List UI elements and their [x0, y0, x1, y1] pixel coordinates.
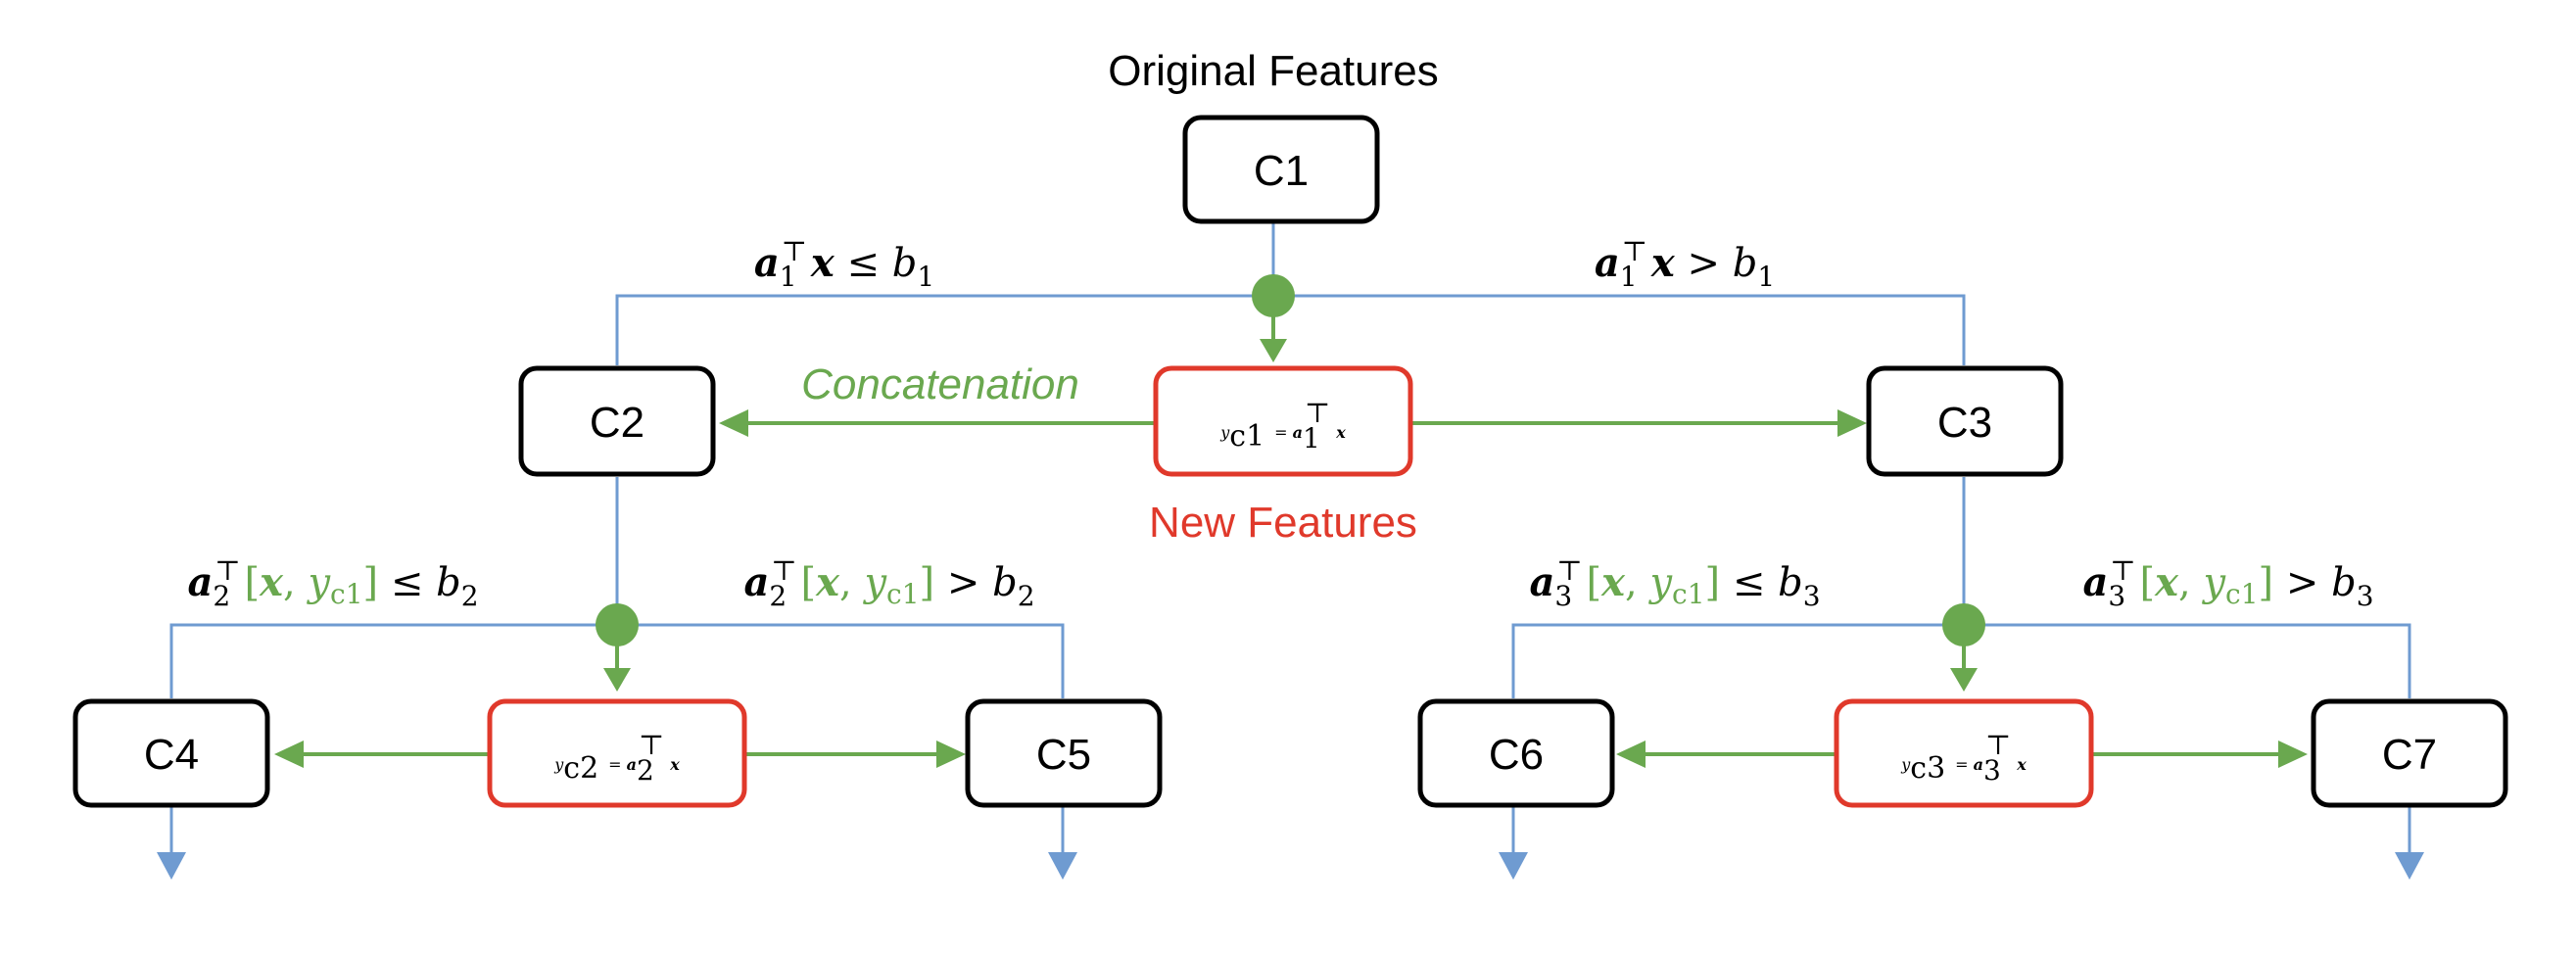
output-arrowheads	[157, 852, 2424, 880]
condition-c1-left: a1⊤x ≤ b1	[754, 235, 934, 293]
condition-c2-right: a2⊤[x, yc1] > b2	[743, 554, 1034, 612]
c4-out-arrowhead	[157, 852, 186, 880]
concatenation-label: Concatenation	[801, 360, 1079, 408]
concatenation-arrows	[274, 409, 2308, 768]
feature-boxes	[487, 365, 2094, 808]
node-c4-label: C4	[144, 731, 199, 779]
node-c5-box	[965, 698, 1163, 808]
c2-feature-arrowhead	[603, 668, 631, 692]
feature-yc2-box	[487, 698, 747, 808]
node-c2-label: C2	[590, 399, 644, 447]
feature-yc1-equation: yc1= a1⊤x	[1219, 397, 1346, 454]
feature-yc3-box	[1834, 698, 2094, 808]
node-c4-box	[72, 698, 270, 808]
node-c7-box	[2311, 698, 2508, 808]
new-features-label: New Features	[1149, 499, 1417, 547]
c5-out-arrowhead	[1048, 852, 1077, 880]
node-c3-box	[1866, 365, 2064, 477]
node-c6-box	[1417, 698, 1615, 808]
c2-junction-dot	[596, 603, 639, 646]
yc3-to-c7-arrowhead	[2278, 741, 2308, 768]
diagram-title: Original Features	[1108, 47, 1438, 95]
feature-yc2-equation: yc2= a2⊤x	[553, 729, 680, 787]
feature-yc1-box	[1153, 365, 1413, 477]
classifier-nodes	[72, 115, 2508, 808]
node-c3-label: C3	[1937, 399, 1992, 447]
feature-yc3-equation: yc3= a3⊤x	[1900, 729, 2027, 787]
c6-out-arrowhead	[1499, 852, 1528, 880]
condition-c2-left: a2⊤[x, yc1] ≤ b2	[187, 554, 478, 612]
c3-junction-dot	[1942, 603, 1985, 646]
c1-feature-arrowhead	[1260, 339, 1287, 362]
yc3-to-c6-arrowhead	[1616, 741, 1646, 768]
split-junctions	[596, 274, 1985, 692]
condition-c3-right: a3⊤[x, yc1] > b3	[2082, 554, 2373, 612]
node-c6-label: C6	[1489, 731, 1544, 779]
c7-out-arrowhead	[2395, 852, 2424, 880]
c3-feature-arrowhead	[1950, 668, 1978, 692]
node-c1-label: C1	[1254, 147, 1309, 195]
node-c2-box	[518, 365, 716, 477]
c1-junction-dot	[1252, 274, 1295, 317]
yc1-to-c2-arrowhead	[719, 409, 748, 437]
yc2-to-c4-arrowhead	[274, 741, 304, 768]
condition-c1-right: a1⊤x > b1	[1595, 235, 1775, 293]
node-c7-label: C7	[2382, 731, 2437, 779]
condition-c3-left: a3⊤[x, yc1] ≤ b3	[1529, 554, 1820, 612]
node-c5-label: C5	[1036, 731, 1091, 779]
node-c1-box	[1182, 115, 1380, 224]
yc2-to-c5-arrowhead	[936, 741, 966, 768]
yc1-to-c3-arrowhead	[1837, 409, 1867, 437]
